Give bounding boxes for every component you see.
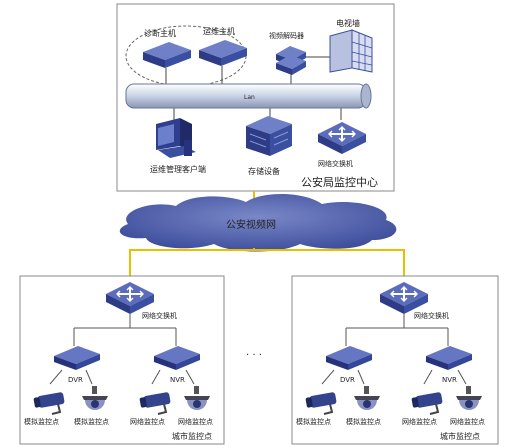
- site-1-switch-label: 网络交换机: [142, 311, 177, 320]
- center-title: 公安局监控中心: [301, 175, 378, 189]
- site-2-point-label-3: 网络监控点: [402, 417, 437, 426]
- site-2-point-label-1: 模拟监控点: [296, 417, 331, 426]
- video-wall-label: 电视墙: [336, 18, 360, 28]
- site-2-switch-label: 网络交换机: [414, 311, 449, 320]
- site-2-point-label-2: 模拟监控点: [346, 417, 381, 426]
- site-2-point-label-4: 网络监控点: [450, 417, 485, 426]
- site-1-point-label-4: 网络监控点: [178, 417, 213, 426]
- site-2-switch-links: [345, 314, 449, 346]
- site-2-recorder-links: [321, 369, 467, 385]
- city-site-2: 网络交换机 DVR NVR 模拟监控点 模拟监控点 网络监控点 网络监控点 城市…: [291, 275, 499, 445]
- lan-bus: [125, 83, 372, 109]
- site-1-title: 城市监控点: [172, 431, 212, 441]
- more-sites-ellipsis: · · ·: [246, 350, 262, 361]
- lan-label: Lan: [244, 94, 255, 101]
- site-1-nvr-label: NVR: [170, 376, 185, 384]
- storage-label: 存储设备: [248, 166, 280, 176]
- cloud-to-sites-links: [129, 248, 405, 284]
- ops-client-label: 运维管理客户端: [150, 164, 206, 174]
- storage-device-icon: [246, 116, 292, 156]
- site-2-nvr-label: NVR: [442, 376, 457, 384]
- diagnostic-host-label: 诊断主机: [144, 28, 176, 38]
- site-2-title: 城市监控点: [440, 431, 480, 441]
- police-video-network-cloud: [119, 193, 397, 252]
- cloud-label: 公安视频网: [226, 218, 276, 231]
- ops-client-computer-icon: [156, 118, 196, 158]
- site-1-point-label-3: 网络监控点: [130, 417, 165, 426]
- center-switch-label: 网络交换机: [318, 159, 353, 168]
- site-2-dvr-label: DVR: [340, 376, 355, 384]
- site-1-dvr-label: DVR: [68, 376, 83, 384]
- site-1-point-label-2: 模拟监控点: [74, 417, 109, 426]
- video-decoder-label: 视频解码器: [269, 31, 304, 40]
- site-1-switch-links: [73, 314, 177, 346]
- site-1-point-label-1: 模拟监控点: [24, 417, 59, 426]
- center-links-to-lan: [165, 66, 342, 120]
- ops-host-label: 运维主机: [203, 26, 235, 36]
- video-wall-icon: [329, 29, 373, 73]
- city-site-1: 网络交换机 DVR NVR 模拟监控点 模拟监控点 网络监控点 网络监控点 城市…: [19, 275, 225, 445]
- site-1-recorder-links: [49, 369, 195, 385]
